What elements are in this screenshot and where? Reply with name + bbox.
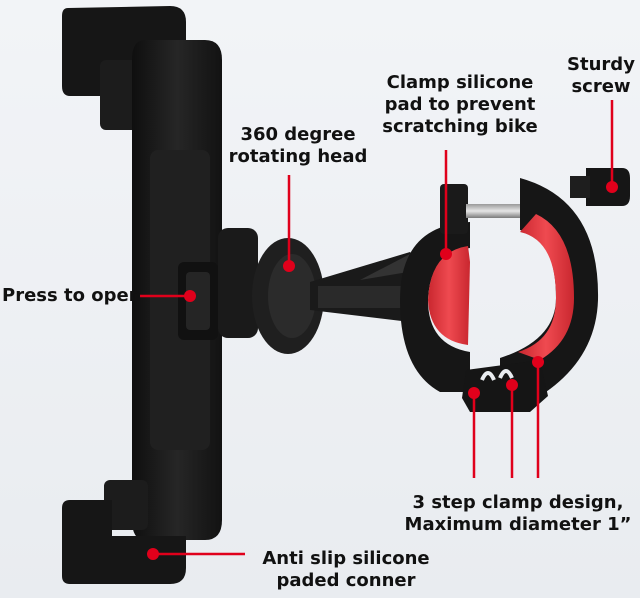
marker-clamp-pad xyxy=(440,248,452,260)
label-rotating-head: 360 degree rotating head xyxy=(228,124,368,167)
label-anti-slip: Anti slip silicone paded conner xyxy=(262,548,430,591)
marker-step-3 xyxy=(532,356,544,368)
callout-markers xyxy=(147,181,618,560)
marker-sturdy-screw xyxy=(606,181,618,193)
marker-step-2 xyxy=(506,379,518,391)
marker-anti-slip xyxy=(147,548,159,560)
callout-lines xyxy=(140,100,614,556)
phone-holder-body xyxy=(62,6,324,584)
handlebar-clamp xyxy=(400,168,630,412)
marker-step-1 xyxy=(468,387,480,399)
marker-rotating-head xyxy=(283,260,295,272)
marker-press-open xyxy=(184,290,196,302)
label-step-clamp: 3 step clamp design, Maximum diameter 1” xyxy=(404,492,632,535)
label-sturdy-screw: Sturdy screw xyxy=(567,54,635,97)
label-clamp-pad: Clamp silicone pad to prevent scratching… xyxy=(382,72,538,137)
connecting-arm xyxy=(310,252,420,322)
label-press-open: Press to open xyxy=(2,285,142,306)
